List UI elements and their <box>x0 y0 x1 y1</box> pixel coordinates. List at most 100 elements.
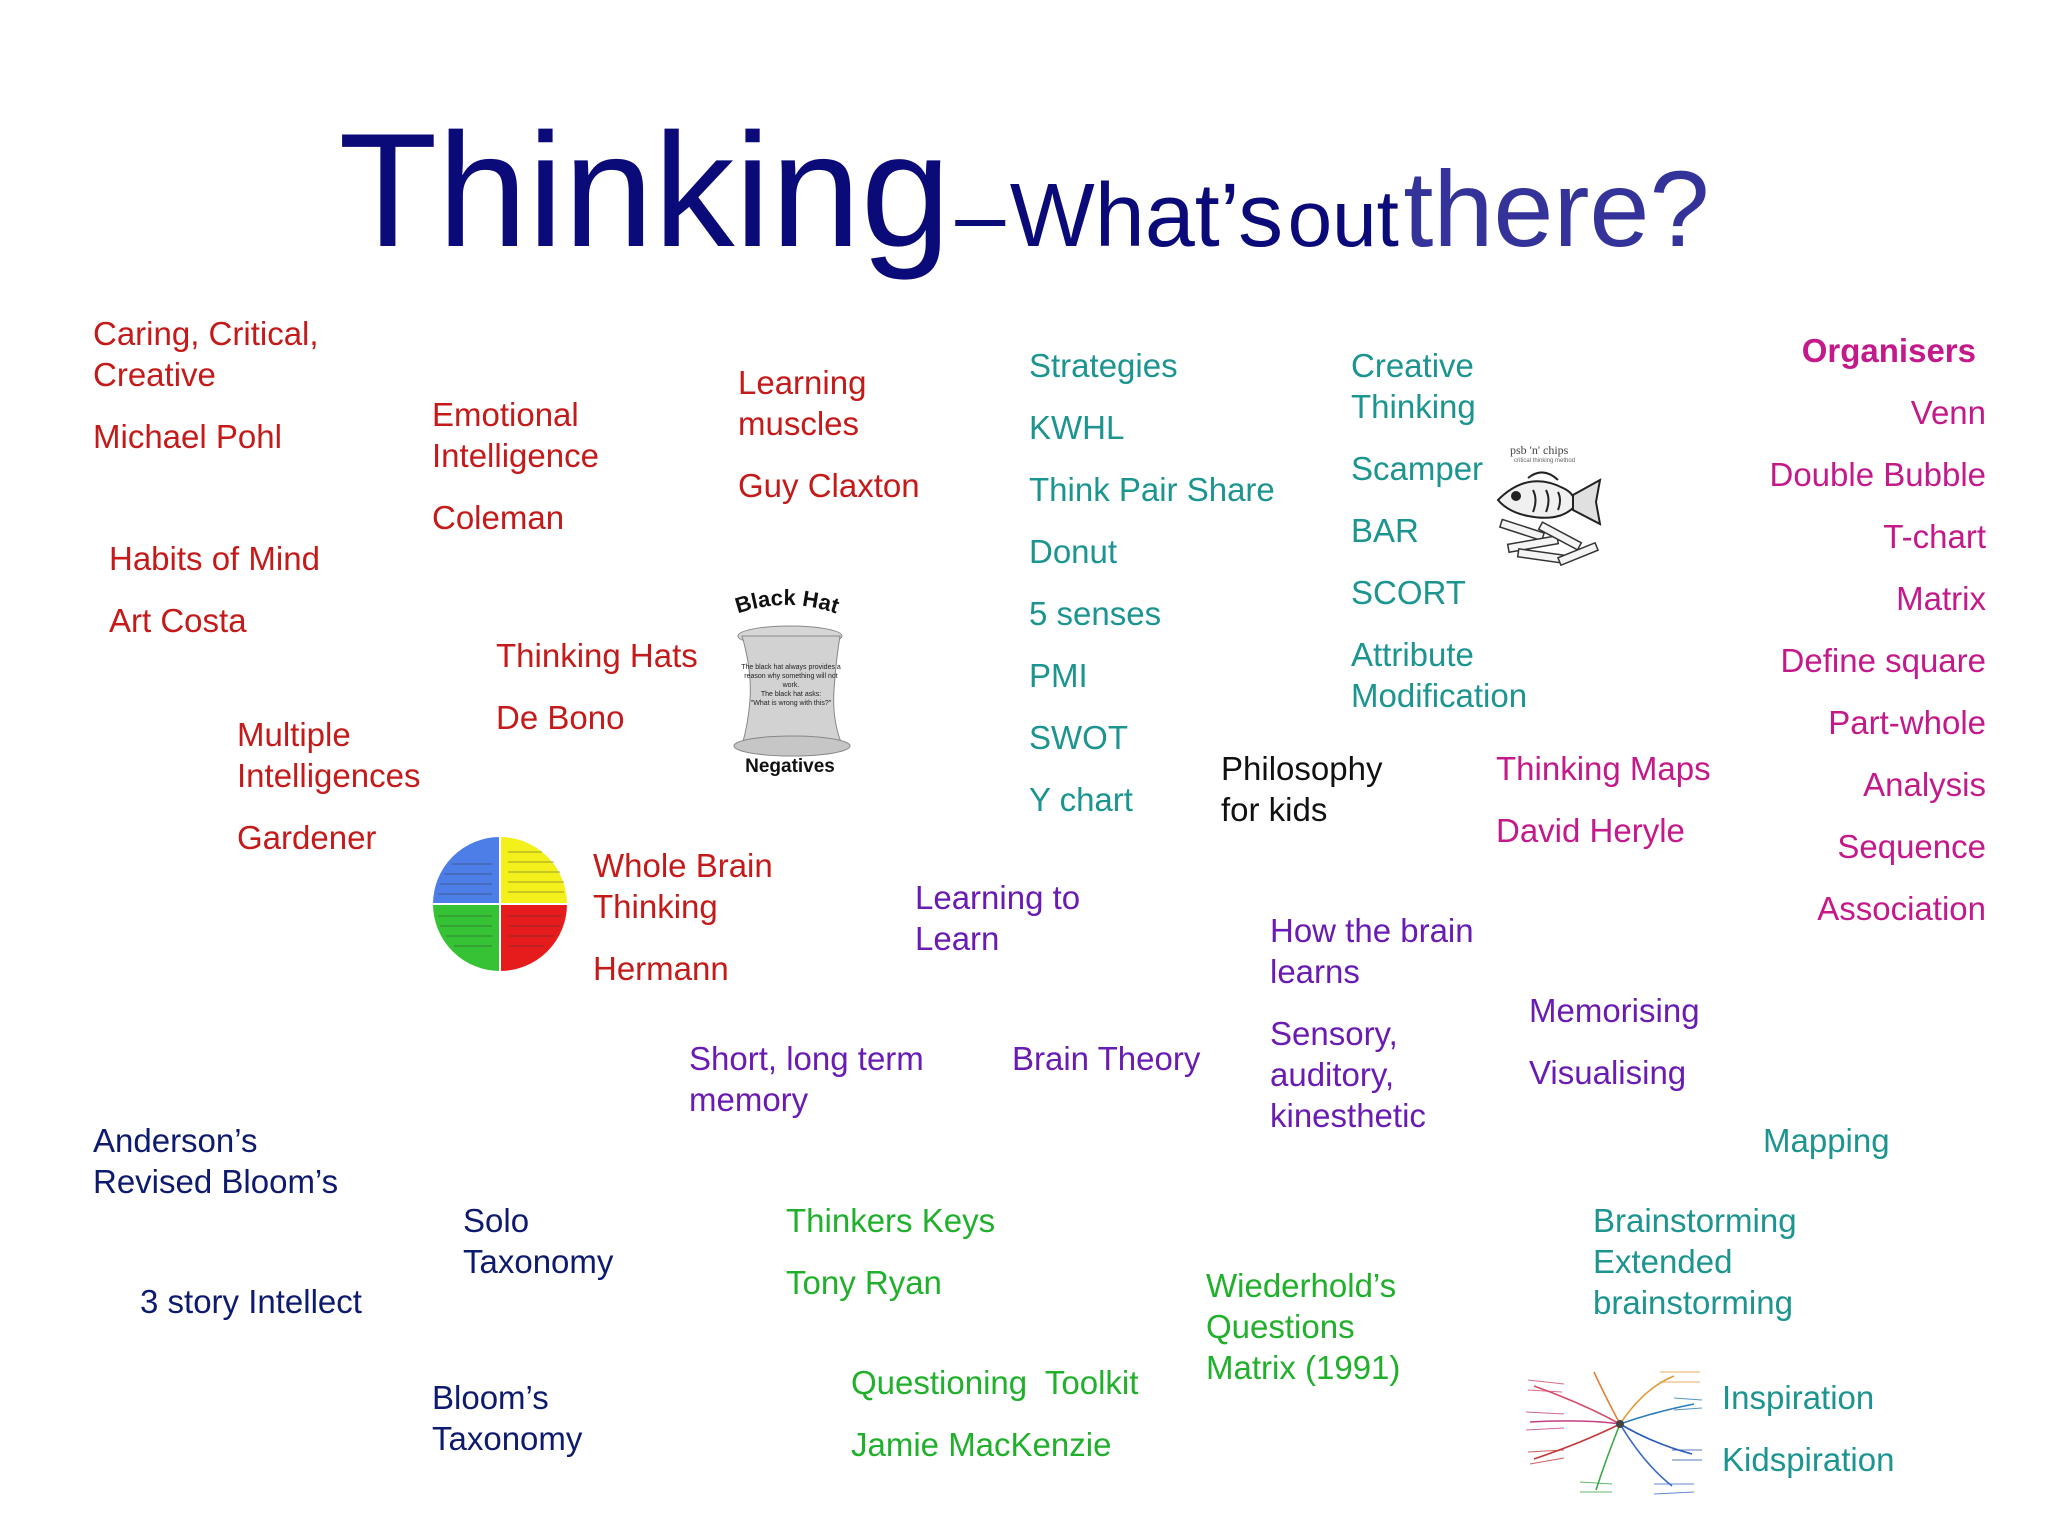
brain-learns-line-2: learns <box>1270 953 1360 990</box>
slide-title: Thinking – What’s out there? <box>0 110 2048 272</box>
title-dash: – <box>955 166 1006 266</box>
black-hat-caption: Negatives <box>745 756 835 777</box>
title-thinking: Thinking <box>338 100 951 281</box>
creative-item: Scamper <box>1351 450 1484 487</box>
black-hat-image: Black Hat The black hat always provides … <box>732 585 851 777</box>
habits-author: Art Costa <box>109 602 247 639</box>
strategies-item: Y chart <box>1029 781 1133 818</box>
creative-line-1: Creative <box>1351 347 1474 384</box>
blooms-line-2: Taxonomy <box>432 1420 583 1457</box>
anderson-line-2: Revised Bloom’s <box>93 1163 339 1200</box>
fish-icon <box>1496 471 1602 526</box>
learning-to-learn-block: Learning to Learn <box>915 877 1080 959</box>
black-hat-text-1: The black hat always provides a reason w… <box>741 664 841 689</box>
brain-theory-line-1: Brain Theory <box>1012 1040 1201 1077</box>
solo-taxonomy-block: Solo Taxonomy <box>463 1200 613 1282</box>
learning-muscles-block: Learning muscles Guy Claxton <box>738 362 920 506</box>
brainstorming-line-3: brainstorming <box>1593 1284 1793 1321</box>
inspiration-line-2: Kidspiration <box>1722 1441 1895 1478</box>
brainstorming-line-2: Extended <box>1593 1243 1733 1280</box>
strategies-block: Strategies KWHL Think Pair Share Donut 5… <box>1029 345 1275 820</box>
creative-thinking-block: Creative Thinking Scamper BAR SCORT Attr… <box>1351 345 1527 716</box>
three-story-line-1: 3 story Intellect <box>140 1283 362 1320</box>
memorising-line-1: Memorising <box>1529 992 1700 1029</box>
learning-to-learn-line-2: Learn <box>915 920 1000 957</box>
brain-learns-sensory-2: auditory, <box>1270 1056 1395 1093</box>
organisers-heading: Organisers <box>1801 332 1976 369</box>
thinking-maps-author: David Heryle <box>1496 812 1685 849</box>
emotional-author: Coleman <box>432 499 565 536</box>
caring-line-1: Caring, Critical, <box>93 315 319 352</box>
multiple-author: Gardener <box>237 819 377 856</box>
emotional-line-1: Emotional <box>432 396 579 433</box>
organisers-item: Analysis <box>1863 766 1986 803</box>
whole-brain-line-1: Whole Brain <box>593 847 773 884</box>
questioning-toolkit-block: Questioning Toolkit Jamie MacKenzie <box>851 1362 1138 1465</box>
brainstorming-line-1: Brainstorming <box>1593 1202 1797 1239</box>
how-the-brain-learns-block: How the brain learns Sensory, auditory, … <box>1270 910 1474 1136</box>
brain-learns-sensory-1: Sensory, <box>1270 1015 1398 1052</box>
thinking-hats-block: Thinking Hats De Bono <box>496 635 698 738</box>
organisers-item: Venn <box>1910 394 1986 431</box>
black-hat-text-2: The black hat asks: <box>760 691 822 698</box>
thinkers-keys-line-1: Thinkers Keys <box>786 1202 996 1239</box>
black-hat-text-3: "What is wrong with this?" <box>750 700 832 707</box>
chips-icon <box>1498 518 1600 567</box>
learning-muscles-author: Guy Claxton <box>738 467 920 504</box>
strategies-item: Strategies <box>1029 347 1178 384</box>
inspiration-block: Inspiration Kidspiration <box>1722 1377 1894 1480</box>
caring-author: Michael Pohl <box>93 418 282 455</box>
organisers-item: Association <box>1817 890 1986 927</box>
brainstorming-block: Brainstorming Extended brainstorming <box>1593 1200 1797 1323</box>
creative-attribute-line-2: Modification <box>1351 677 1528 714</box>
strategies-item: Donut <box>1029 533 1118 570</box>
whole-brain-line-2: Thinking <box>593 888 718 925</box>
multiple-line-2: Intelligences <box>237 757 421 794</box>
wiederholds-questions-matrix-block: Wiederhold’s Questions Matrix (1991) <box>1206 1265 1400 1388</box>
creative-item: SCORT <box>1351 574 1466 611</box>
short-long-line-2: memory <box>689 1081 809 1118</box>
mapping-block: Mapping <box>1763 1120 1890 1161</box>
whole-brain-quadrant-chart <box>430 834 570 974</box>
organisers-item: Double Bubble <box>1769 456 1987 493</box>
thinkers-keys-author: Tony Ryan <box>786 1264 942 1301</box>
thinking-maps-block: Thinking Maps David Heryle <box>1496 748 1711 851</box>
questioning-author: Jamie MacKenzie <box>851 1426 1112 1463</box>
blooms-taxonomy-block: Bloom’s Taxonomy <box>432 1377 582 1459</box>
title-out: out <box>1287 174 1399 263</box>
brain-theory-block: Brain Theory <box>1012 1038 1200 1079</box>
three-story-intellect-block: 3 story Intellect <box>140 1281 362 1322</box>
short-long-line-1: Short, long term <box>689 1040 924 1077</box>
memorising-line-2: Visualising <box>1529 1054 1687 1091</box>
wiederhold-line-3: Matrix (1991) <box>1206 1349 1401 1386</box>
caring-line-2: Creative <box>93 356 216 393</box>
brain-learns-sensory-3: kinesthetic <box>1270 1097 1426 1134</box>
strategies-item: 5 senses <box>1029 595 1162 632</box>
organisers-item: Matrix <box>1896 580 1986 617</box>
organisers-item: Part-whole <box>1828 704 1986 741</box>
anderson-line-1: Anderson’s <box>93 1122 258 1159</box>
memorising-block: Memorising Visualising <box>1529 990 1700 1093</box>
learning-to-learn-line-1: Learning to <box>915 879 1081 916</box>
inspiration-line-1: Inspiration <box>1722 1379 1875 1416</box>
whole-brain-author: Hermann <box>593 950 729 987</box>
emotional-intelligence-block: Emotional Intelligence Coleman <box>432 394 599 538</box>
philosophy-line-1: Philosophy <box>1221 750 1383 787</box>
strategies-item: SWOT <box>1029 719 1128 756</box>
solo-line-2: Taxonomy <box>463 1243 614 1280</box>
creative-attribute-line-1: Attribute <box>1351 636 1474 673</box>
fish-logo-text: psb 'n' chips <box>1510 443 1569 457</box>
creative-line-2: Thinking <box>1351 388 1476 425</box>
strategies-item: KWHL <box>1029 409 1125 446</box>
wiederhold-line-2: Questions <box>1206 1308 1355 1345</box>
mapping-line-1: Mapping <box>1763 1122 1890 1159</box>
organisers-block: Organisers Venn Double Bubble T-chart Ma… <box>1660 330 1987 929</box>
black-hat-title: Black Hat <box>732 585 843 619</box>
brain-learns-line-1: How the brain <box>1270 912 1474 949</box>
organisers-item: Define square <box>1780 642 1986 679</box>
svg-text:Black Hat: Black Hat <box>732 585 843 619</box>
short-long-term-memory-block: Short, long term memory <box>689 1038 924 1120</box>
learning-muscles-line-2: muscles <box>738 405 860 442</box>
solo-line-1: Solo <box>463 1202 530 1239</box>
title-there: there? <box>1403 148 1710 269</box>
